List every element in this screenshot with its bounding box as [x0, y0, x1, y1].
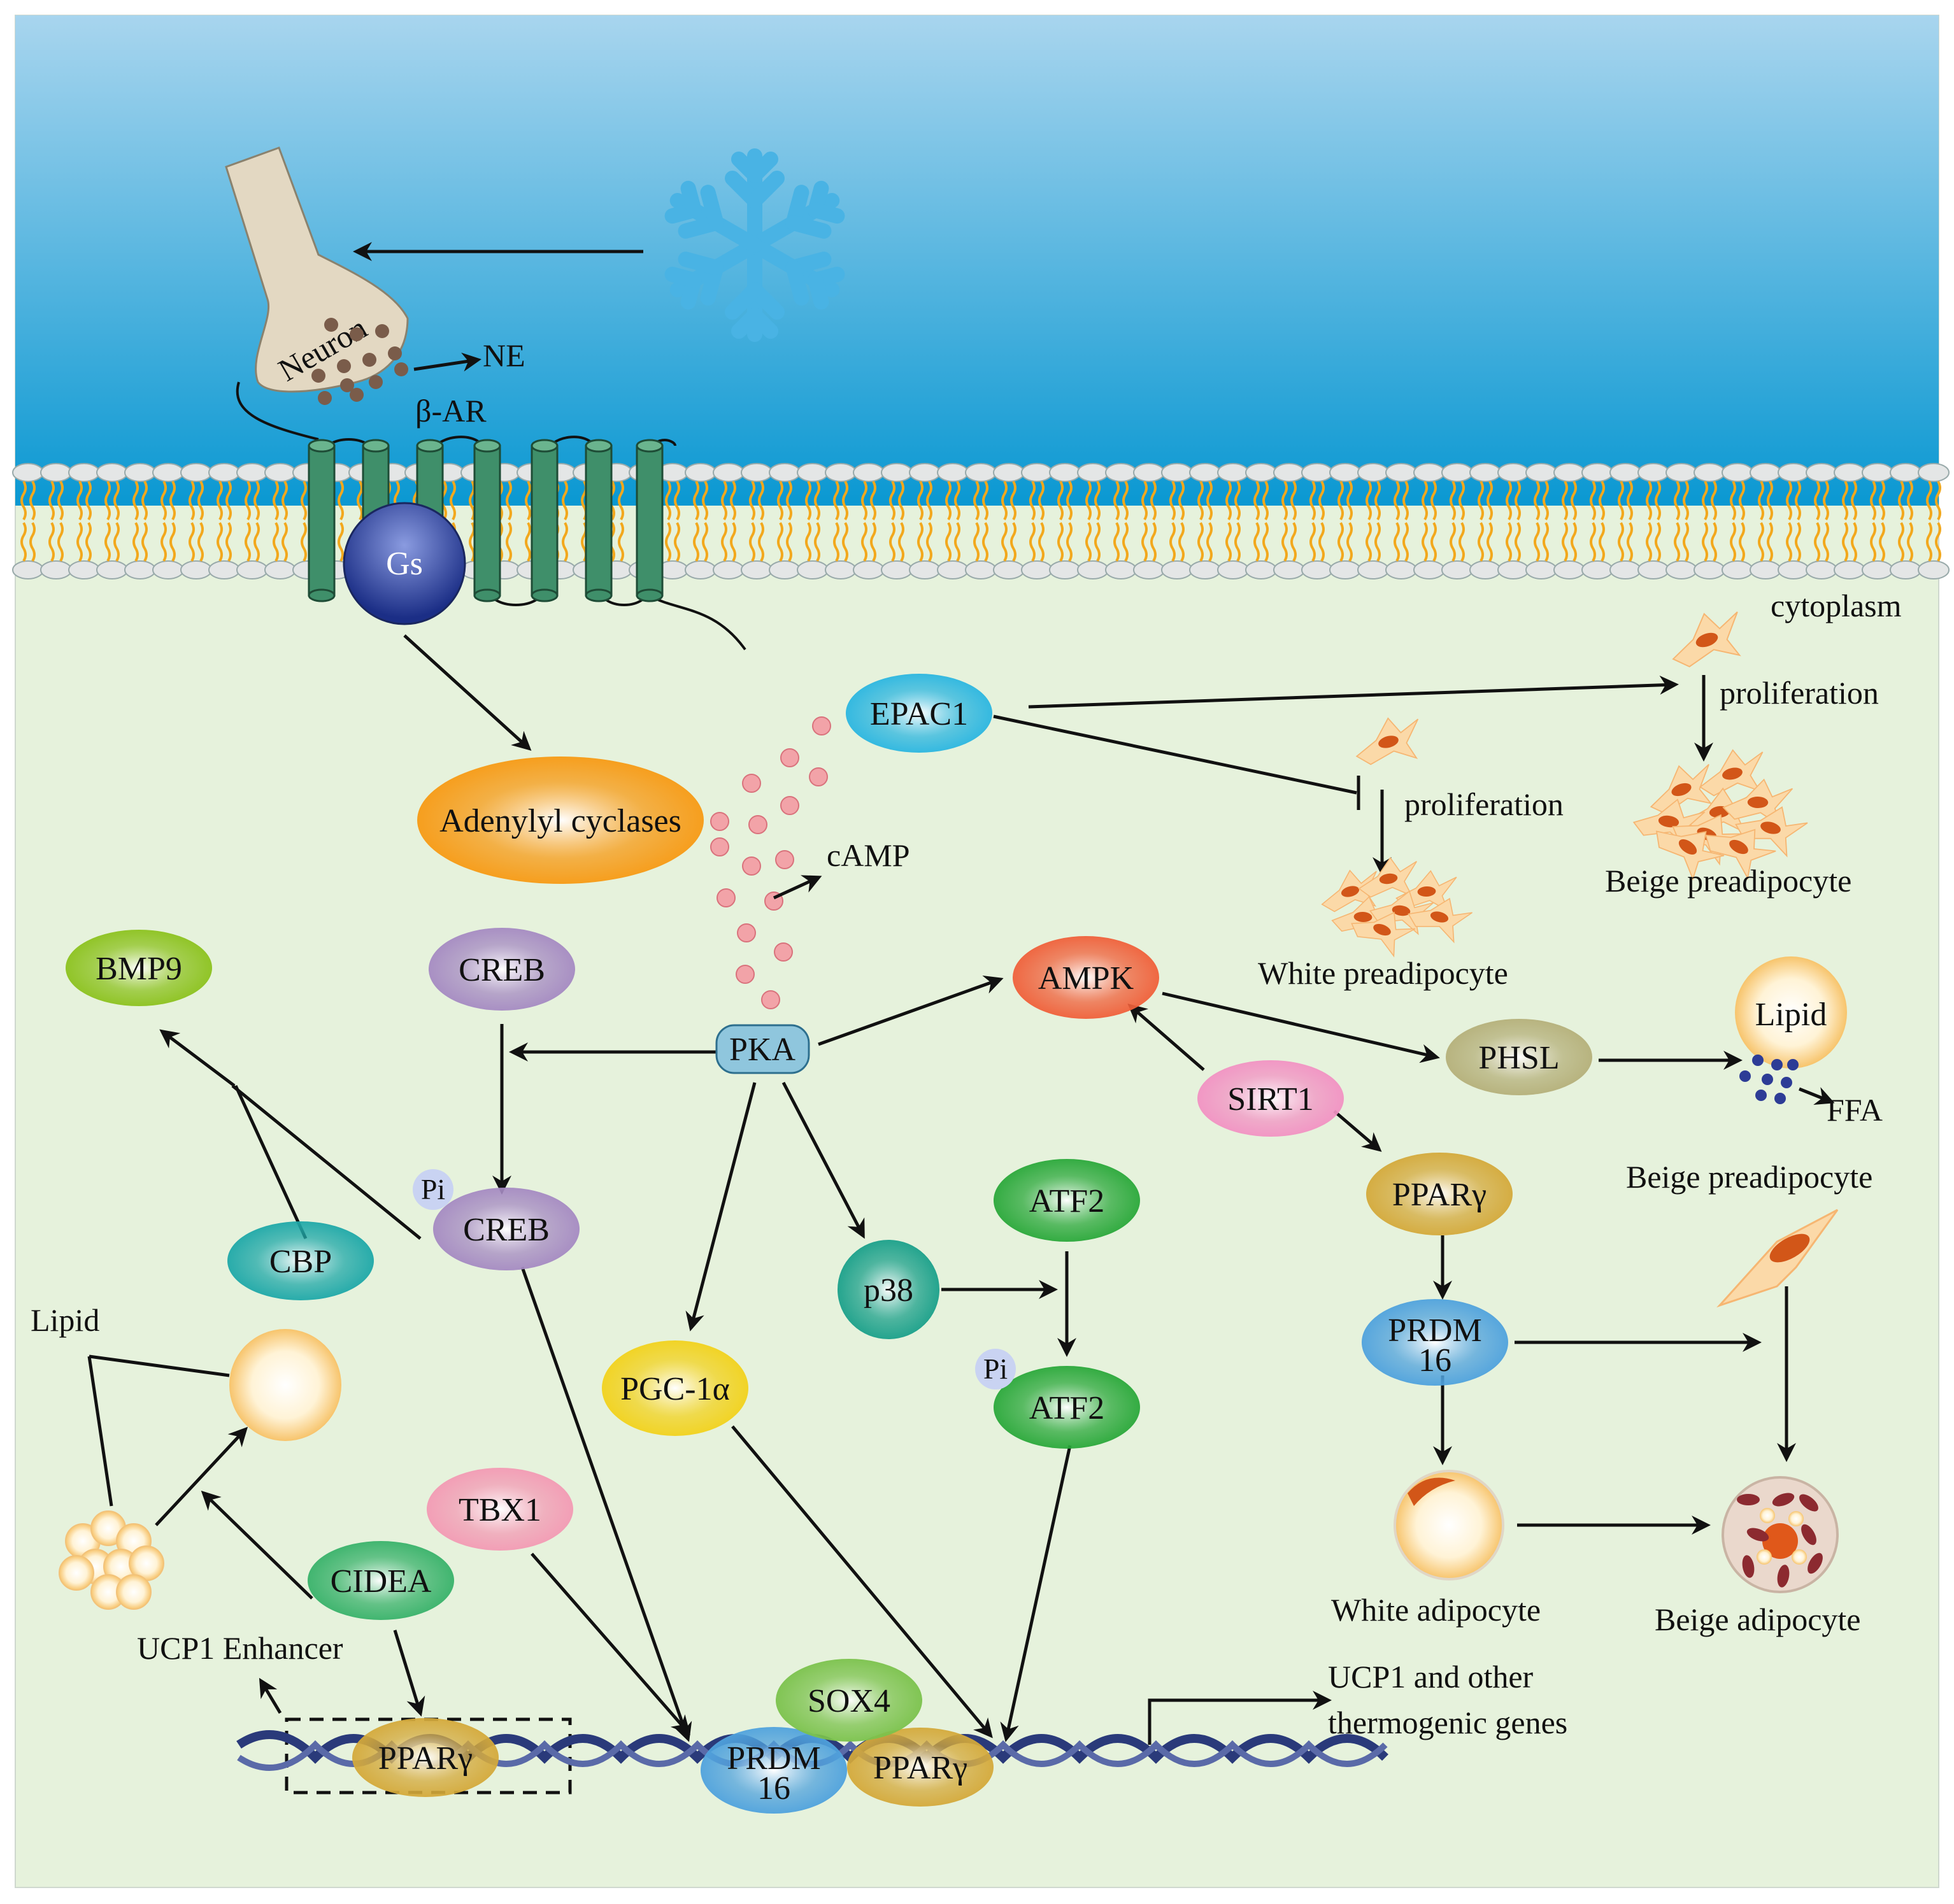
- white-preadipocyte-cluster-cell: [1351, 911, 1416, 958]
- atf2-bottom-node-label: ATF2: [1029, 1390, 1104, 1426]
- ampk-node-label: AMPK: [1038, 960, 1134, 997]
- cidea-node-label: CIDEA: [331, 1563, 432, 1600]
- creb-top-node-label: CREB: [459, 952, 545, 988]
- ucp1-genes-label-line2: thermogenic genes: [1328, 1705, 1567, 1740]
- white-adipocyte-label: White adipocyte: [1331, 1592, 1541, 1628]
- white-preadipocyte-cluster-cell: [1408, 897, 1473, 944]
- beige-preadipocyte-top-label: Beige preadipocyte: [1605, 863, 1851, 899]
- beige-adipocyte-cell: [1722, 1476, 1839, 1593]
- camp-molecules: [710, 716, 831, 1009]
- sirt1-node: SIRT1: [1197, 1060, 1344, 1137]
- lipid-left-label: Lipid: [31, 1302, 99, 1338]
- pgc1a-node: PGC-1α: [602, 1340, 748, 1436]
- gs-label: Gs: [386, 546, 423, 582]
- pparg-dna-left-node: PPARγ: [352, 1718, 499, 1797]
- bmp9-node: BMP9: [66, 930, 212, 1006]
- pgc1a-node-label: PGC-1α: [620, 1371, 730, 1407]
- pparg-dna-right-node-label: PPARγ: [873, 1750, 967, 1786]
- beige-preadipocyte-cluster-cell: [1655, 830, 1725, 881]
- gs-protein: Gs: [343, 502, 466, 625]
- cidea-node: CIDEA: [308, 1541, 454, 1620]
- prdm16-right-node-label-line1: PRDM: [1388, 1312, 1481, 1349]
- beige-preadipocyte-cluster-cell: [1735, 806, 1808, 858]
- bmp9-node-label: BMP9: [96, 951, 182, 987]
- pi-atf2-node-label: Pi: [983, 1353, 1008, 1385]
- sox4-node-label: SOX4: [808, 1683, 890, 1719]
- cell-illustrations: Lipid: [59, 611, 1847, 1610]
- beige-adipocyte-label: Beige adipocyte: [1655, 1602, 1861, 1637]
- beige-preadipocyte-large: [1716, 1209, 1839, 1308]
- sirt1-node-label: SIRT1: [1227, 1081, 1314, 1118]
- lipid-droplet-right: Lipid: [1735, 956, 1847, 1104]
- white-preadipocyte-cluster-cell: [1358, 856, 1417, 898]
- cbp-node: CBP: [227, 1221, 374, 1300]
- tbx1-node: TBX1: [427, 1468, 573, 1551]
- cytoplasm-label: cytoplasm: [1771, 588, 1902, 623]
- sox4-node: SOX4: [776, 1659, 922, 1742]
- adenylyl-cyclases-node: Adenylyl cyclases: [417, 757, 704, 884]
- beta-ar-label: β-AR: [415, 393, 487, 429]
- white-preadipocyte-label: White preadipocyte: [1258, 955, 1508, 991]
- extracellular-space: [15, 15, 1939, 506]
- pparg-mid-node-label: PPARγ: [1392, 1177, 1487, 1213]
- pi-creb-node: Pi: [413, 1169, 453, 1210]
- p38-node-label: p38: [864, 1272, 913, 1309]
- phsl-node: PHSL: [1446, 1019, 1592, 1095]
- pparg-dna-left-node-label: PPARγ: [378, 1740, 473, 1777]
- pparg-dna-right-node: PPARγ: [847, 1728, 994, 1807]
- white-adipocyte-cell: [1394, 1470, 1504, 1581]
- prdm16-right-node-label-line2: 16: [1418, 1342, 1451, 1379]
- creb-bottom-node-label: CREB: [463, 1212, 550, 1248]
- prdm16-dna-node-label-line1: PRDM: [727, 1740, 820, 1777]
- lipid-right-label: Lipid: [1755, 997, 1827, 1033]
- ucp1-genes-label-line1: UCP1 and other: [1328, 1659, 1534, 1694]
- ucp1-enhancer-label: UCP1 Enhancer: [137, 1630, 343, 1666]
- epac1-node-label: EPAC1: [870, 696, 968, 732]
- ne-label: NE: [483, 337, 525, 373]
- ne-vesicles: [311, 318, 408, 405]
- lipid-droplet-left: [59, 1329, 341, 1610]
- tbx1-node-label: TBX1: [459, 1492, 541, 1528]
- pka-node-label: PKA: [729, 1032, 795, 1068]
- pparg-mid-node: PPARγ: [1366, 1153, 1513, 1235]
- atf2-top-node-label: ATF2: [1029, 1183, 1104, 1219]
- epac1-node: EPAC1: [846, 674, 992, 753]
- pi-atf2-node: Pi: [975, 1349, 1016, 1389]
- proliferation-top-label: proliferation: [1720, 675, 1879, 711]
- p38-node: p38: [838, 1240, 939, 1339]
- white-preadipocyte-single: [1355, 717, 1419, 765]
- snowflake-icon: [666, 148, 843, 334]
- creb-top-node: CREB: [429, 928, 575, 1011]
- pi-creb-node-label: Pi: [421, 1173, 445, 1205]
- proliferation-mid-label: proliferation: [1404, 786, 1564, 822]
- adenylyl-cyclases-node-label: Adenylyl cyclases: [439, 803, 681, 839]
- cbp-node-label: CBP: [269, 1244, 332, 1280]
- pka-node: PKA: [715, 1024, 810, 1074]
- beige-preadipocyte-single: [1672, 611, 1741, 668]
- ffa-label: FFA: [1827, 1092, 1883, 1128]
- ampk-node: AMPK: [1013, 936, 1159, 1019]
- beige-preadipocyte-cluster-cell: [1705, 828, 1776, 880]
- creb-bottom-node: CREB: [433, 1188, 580, 1270]
- atf2-bottom-node: ATF2: [994, 1366, 1140, 1449]
- camp-label: cAMP: [827, 837, 910, 873]
- atf2-top-node: ATF2: [994, 1159, 1140, 1242]
- beige-preadipocyte-mid-label: Beige preadipocyte: [1626, 1159, 1872, 1195]
- beige-preadipocyte-cluster-cell: [1699, 749, 1764, 797]
- pathway-arrows: [87, 242, 1835, 1794]
- prdm16-dna-node-label-line2: 16: [757, 1770, 790, 1807]
- phsl-node-label: PHSL: [1478, 1040, 1559, 1076]
